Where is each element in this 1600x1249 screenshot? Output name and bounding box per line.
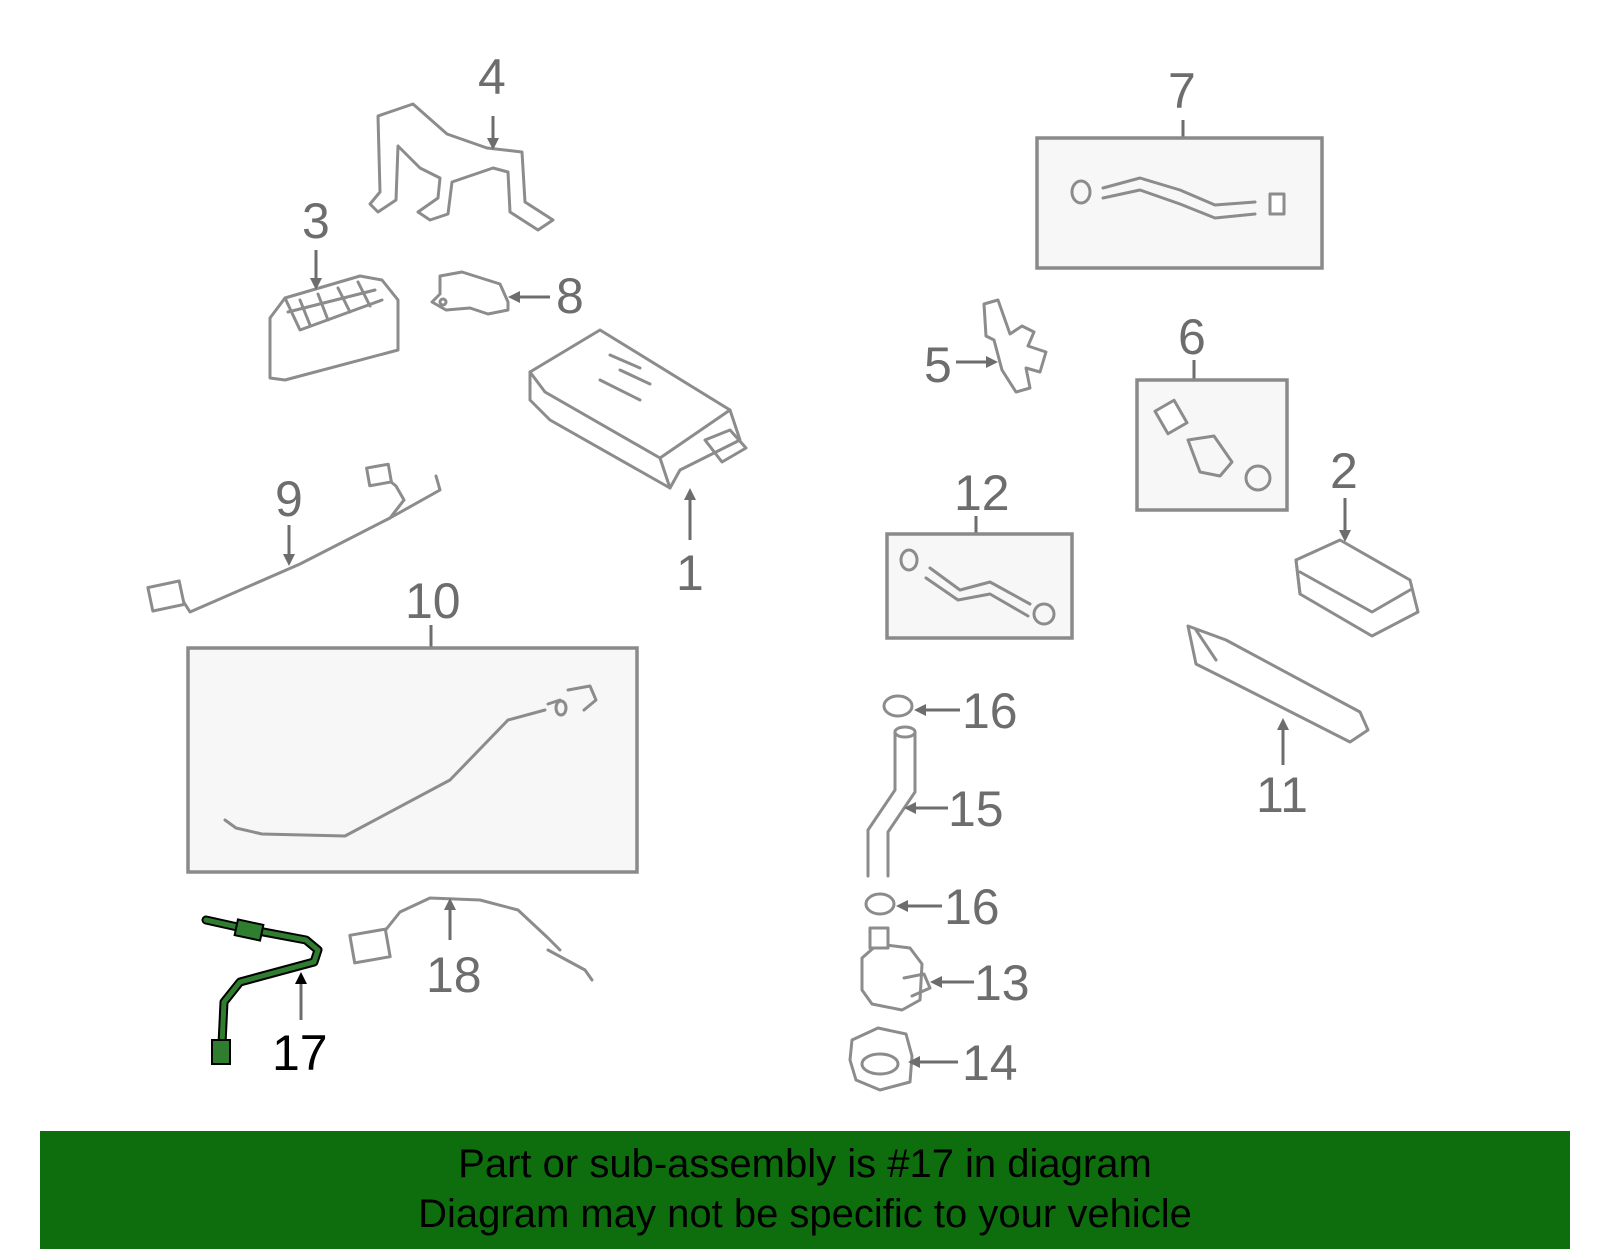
callout-16-upper: 16 <box>962 683 1018 739</box>
part-6-fittings <box>1153 398 1272 492</box>
callout-13: 13 <box>974 955 1030 1011</box>
part-2-module <box>1294 498 1420 638</box>
part-8-clip <box>430 270 550 316</box>
banner-line-2: Diagram may not be specific to your vehi… <box>418 1192 1192 1236</box>
part-16-clamp-lower <box>864 892 942 916</box>
callout-11: 11 <box>1256 767 1308 823</box>
part-5-valve <box>956 298 1048 394</box>
part-9-harness <box>146 462 442 614</box>
part-10-box <box>186 646 639 874</box>
callout-10: 10 <box>405 573 461 629</box>
part-17-sensor-highlighted <box>201 915 323 1065</box>
callout-12: 12 <box>954 465 1010 521</box>
part-6-box <box>1135 378 1289 512</box>
callout-9: 9 <box>275 471 303 527</box>
callout-18: 18 <box>426 947 482 1003</box>
callout-8: 8 <box>556 268 584 324</box>
callout-4: 4 <box>478 49 506 105</box>
callout-6: 6 <box>1178 309 1206 365</box>
callout-16-lower: 16 <box>944 879 1000 935</box>
part-10-pipe <box>223 684 598 838</box>
part-14-bracket <box>848 1026 958 1092</box>
callout-2: 2 <box>1330 443 1358 499</box>
part-18-sensor <box>348 896 594 982</box>
parts-diagram: 4 3 8 1 9 <box>146 49 1420 1092</box>
part-12-hose <box>899 548 1056 626</box>
callout-7: 7 <box>1168 63 1196 119</box>
part-16-clamp-upper <box>882 694 960 718</box>
part-3-shield <box>268 250 400 382</box>
callout-17: 17 <box>272 1025 328 1081</box>
callout-5: 5 <box>924 337 952 393</box>
callout-1: 1 <box>676 545 704 601</box>
callout-14: 14 <box>962 1035 1018 1091</box>
part-13-solenoid <box>860 926 974 1012</box>
part-11-pipe <box>1186 624 1370 765</box>
part-7-hose <box>1070 176 1286 220</box>
banner-line-1: Part or sub-assembly is #17 in diagram <box>458 1142 1152 1186</box>
part-15-hose <box>866 725 948 878</box>
part-1-canister <box>528 328 748 540</box>
callout-15: 15 <box>948 781 1004 837</box>
part-4-bracket <box>368 102 555 232</box>
info-banner: Part or sub-assembly is #17 in diagram D… <box>40 1131 1570 1249</box>
callout-3: 3 <box>302 193 330 249</box>
